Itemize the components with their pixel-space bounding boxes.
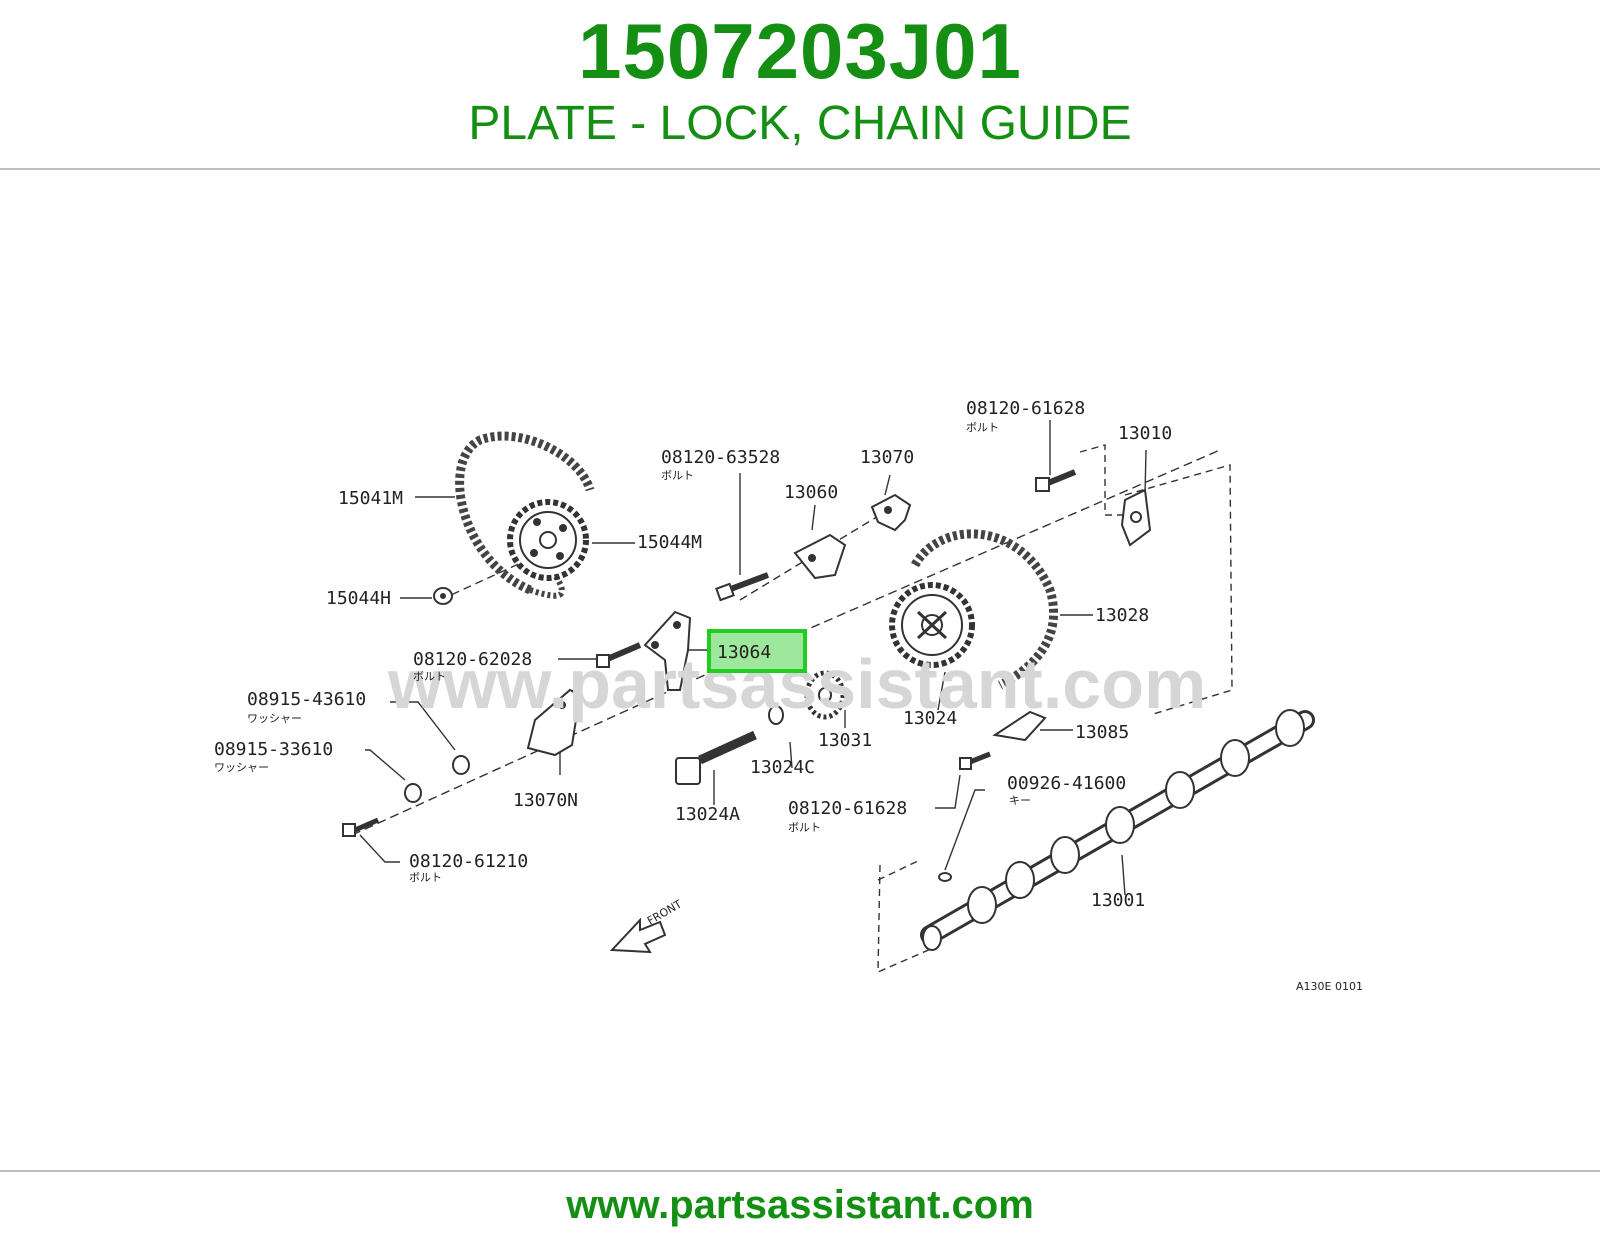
sublabel-08120-62028: ボルト bbox=[413, 670, 446, 683]
label-00926-41600[interactable]: 00926-41600 bbox=[1007, 773, 1126, 794]
sublabel-08120-61628-upper: ボルト bbox=[966, 421, 999, 434]
part-labels: 15041M 15044M 15044H 08120-63528 ボルト 130… bbox=[214, 398, 1363, 993]
label-13010[interactable]: 13010 bbox=[1118, 423, 1172, 444]
chain-guide-plate-13064 bbox=[643, 610, 692, 691]
label-08915-43610[interactable]: 08915-43610 bbox=[247, 689, 366, 710]
label-13001[interactable]: 13001 bbox=[1091, 890, 1145, 911]
key-00926-41600 bbox=[938, 872, 952, 882]
nut-15044H bbox=[433, 587, 453, 605]
sublabel-08915-33610: ワッシャー bbox=[214, 761, 269, 774]
washer-13024C bbox=[768, 705, 784, 725]
label-13031[interactable]: 13031 bbox=[818, 730, 872, 751]
label-13070N[interactable]: 13070N bbox=[513, 790, 578, 811]
label-13028[interactable]: 13028 bbox=[1095, 605, 1149, 626]
washer-08915-33610 bbox=[404, 783, 422, 803]
label-15044M[interactable]: 15044M bbox=[637, 532, 702, 553]
bottom-divider bbox=[0, 1170, 1600, 1172]
bolt-08120-61628-lower bbox=[959, 751, 991, 770]
label-08120-62028[interactable]: 08120-62028 bbox=[413, 649, 532, 670]
sprocket-15044M bbox=[507, 499, 589, 581]
label-13085[interactable]: 13085 bbox=[1075, 722, 1129, 743]
label-13064[interactable]: 13064 bbox=[717, 642, 771, 663]
footer-url[interactable]: www.partsassistant.com bbox=[566, 1183, 1034, 1227]
bracket-13060 bbox=[793, 533, 847, 580]
sublabel-00926-41600: キー bbox=[1009, 794, 1031, 807]
label-13024C[interactable]: 13024C bbox=[750, 757, 815, 778]
bracket-13070N bbox=[526, 688, 582, 757]
label-13024[interactable]: 13024 bbox=[903, 708, 957, 729]
bolt-08120-62028 bbox=[596, 642, 642, 668]
label-08120-61628-lower[interactable]: 08120-61628 bbox=[788, 798, 907, 819]
washer-08915-43610 bbox=[452, 755, 470, 775]
label-13070[interactable]: 13070 bbox=[860, 447, 914, 468]
sublabel-08915-43610: ワッシャー bbox=[247, 712, 302, 725]
label-08120-63528[interactable]: 08120-63528 bbox=[661, 447, 780, 468]
tensioner-13070 bbox=[870, 493, 912, 532]
timing-chain-left bbox=[455, 431, 595, 599]
sprocket-13024 bbox=[889, 582, 975, 668]
diagram-panel bbox=[180, 338, 1420, 1014]
part-description: PLATE - LOCK, CHAIN GUIDE bbox=[468, 97, 1132, 150]
part-number: 1507203J01 bbox=[578, 7, 1022, 95]
guide-13085 bbox=[992, 710, 1047, 742]
label-15041M[interactable]: 15041M bbox=[338, 488, 403, 509]
figure-code: A130E 0101 bbox=[1296, 980, 1363, 993]
sublabel-08120-63528: ボルト bbox=[661, 469, 694, 482]
header: 1507203J01 PLATE - LOCK, CHAIN GUIDE bbox=[0, 0, 1600, 168]
label-08120-61210[interactable]: 08120-61210 bbox=[409, 851, 528, 872]
highlight-box-13064[interactable] bbox=[707, 629, 807, 673]
label-15044H[interactable]: 15044H bbox=[326, 588, 391, 609]
label-13060[interactable]: 13060 bbox=[784, 482, 838, 503]
label-08915-33610[interactable]: 08915-33610 bbox=[214, 739, 333, 760]
sublabel-08120-61628-lower: ボルト bbox=[788, 821, 821, 834]
label-08120-61628-upper[interactable]: 08120-61628 bbox=[966, 398, 1085, 419]
bolt-08120-61210 bbox=[342, 817, 379, 837]
bolt-08120-63528 bbox=[715, 572, 770, 602]
sublabel-08120-61210: ボルト bbox=[409, 871, 442, 884]
bolt-08120-61628-upper bbox=[1035, 469, 1077, 492]
timing-chain-13028 bbox=[911, 529, 1059, 690]
gear-13031 bbox=[804, 670, 846, 720]
top-divider bbox=[0, 168, 1600, 170]
bolt-13024A bbox=[675, 730, 757, 785]
cover-13010 bbox=[1120, 488, 1152, 547]
camshaft-13001 bbox=[920, 709, 1315, 951]
label-13024A[interactable]: 13024A bbox=[675, 804, 740, 825]
